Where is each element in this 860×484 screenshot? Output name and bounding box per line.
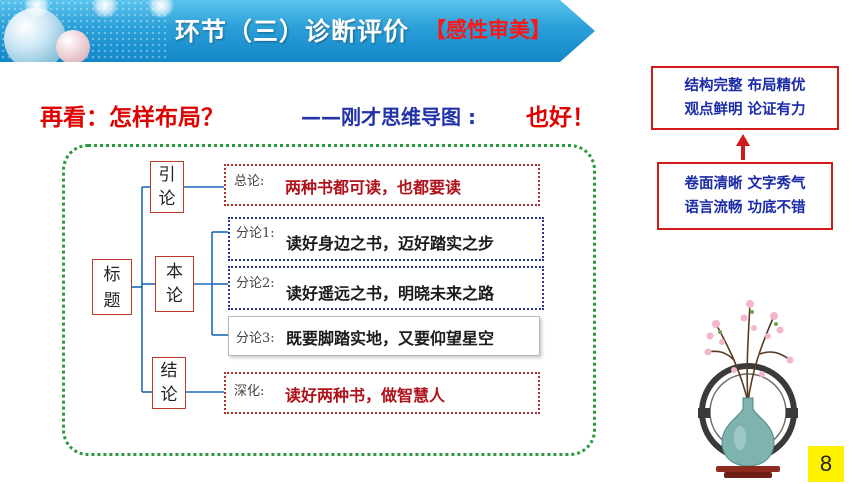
outline-intro-label: 引论 [158,165,176,209]
outline-body-node: 本论 [155,256,194,312]
body-point-text-2: 读好遥远之书，明晓未来之路 [286,284,495,303]
body-point-text-1: 读好身边之书，迈好踏实之步 [286,234,495,253]
body-point-label-3: 分论3: [236,331,275,346]
section-title: 环节（三）诊断评价 [175,17,410,46]
body-point-label-1: 分论1: [236,226,275,241]
criteria-bottom-line-1: 卷面清晰 文字秀气 [684,176,806,192]
outline-body-label: 本论 [166,262,183,306]
outline-conclusion-label: 结论 [160,361,178,405]
conclusion-detail-box [224,372,540,414]
vase-decoration [690,290,810,480]
criteria-box-bottom: 卷面清晰 文字秀气 语言流畅 功底不错 [657,162,833,230]
criteria-bottom-line-2: 语言流畅 功底不错 [684,200,806,216]
body-point-box-3 [228,316,540,356]
spotlight-icon [148,0,174,18]
criteria-top-line-2: 观点鲜明 论证有力 [684,102,806,118]
intro-detail-label: 总论: [234,174,265,189]
criteria-top-line-1: 结构完整 布局精优 [684,78,806,94]
intro-detail-box [224,164,540,206]
decorative-sphere-pink [56,30,90,62]
section-tag: 【感性审美】 [425,18,551,42]
body-point-label-2: 分论2: [236,276,275,291]
spotlight-icon [92,0,118,18]
outline-intro-node: 引论 [150,161,184,213]
body-point-text-3: 既要脚踏实地，又要仰望星空 [286,329,495,348]
outline-root-label: 标题 [103,265,121,311]
outline-frame [62,144,596,456]
criteria-box-top: 结构完整 布局精优 观点鲜明 论证有力 [651,66,839,130]
spotlight-icon [24,0,50,18]
page-number: 8 [808,446,844,482]
question-heading: 再看：怎样布局？ [40,105,224,131]
answer-tail: 也好！ [526,105,595,131]
outline-conclusion-node: 结论 [152,357,186,409]
header-banner [0,0,595,62]
arrow-stem [741,144,745,160]
arrow-up-icon [736,134,750,146]
intro-detail-text: 两种书都可读，也都要读 [285,178,462,197]
outline-root-node: 标题 [92,259,132,315]
conclusion-detail-text: 读好两种书，做智慧人 [285,386,446,405]
body-point-box-2 [228,266,544,310]
vase-flower-icon [698,300,798,478]
conclusion-detail-label: 深化: [234,384,265,399]
body-point-box-1 [228,217,544,261]
answer-lead: ——刚才思维导图 : [301,105,476,129]
